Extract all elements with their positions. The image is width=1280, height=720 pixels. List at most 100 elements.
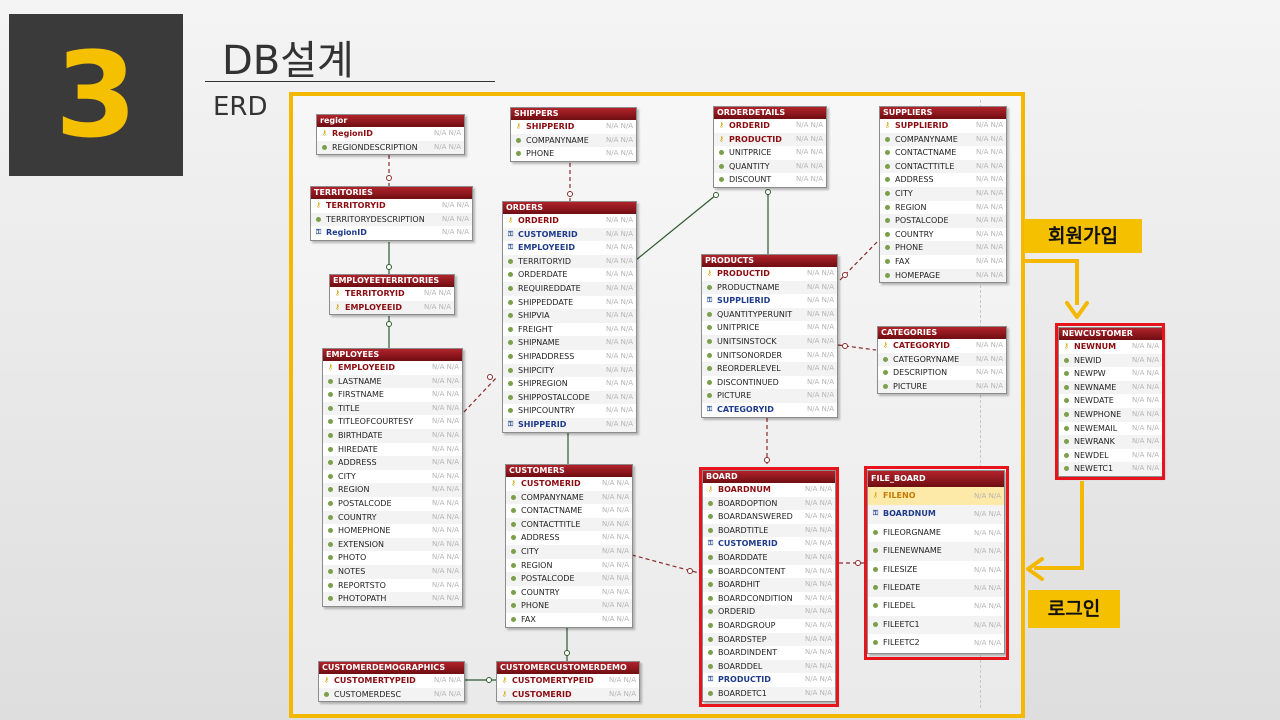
column-name: ORDERID [518,216,559,225]
column-name: ADDRESS [338,458,377,468]
column-name: RegionID [326,228,367,238]
attribute-icon [708,500,713,506]
primary-key-icon: ⚷ [882,341,889,349]
column-name: CUSTOMERTYPEID [334,676,416,685]
column-type: N/A N/A [805,648,832,657]
attribute-icon [885,245,890,251]
attribute-icon [707,284,712,290]
column-type: N/A N/A [807,282,834,291]
column-type: N/A N/A [976,148,1003,157]
column-name: BOARDOPTION [718,498,778,508]
primary-key-icon: ⚷ [315,201,322,209]
column-name: NOTES [338,566,366,576]
column-name: FILESIZE [883,564,918,574]
table-row: PRODUCTNAME N/A N/A [702,280,837,295]
column-name: SHIPPOSTALCODE [518,392,590,402]
attribute-icon [511,494,516,500]
column-name: DESCRIPTION [893,368,948,378]
column-type: N/A N/A [976,354,1003,363]
attribute-icon [328,432,333,438]
attribute-icon [1064,371,1069,377]
foreign-key-icon: ⚿ [872,509,879,518]
column-name: CATEGORYID [893,341,950,350]
column-type: N/A N/A [432,390,459,399]
column-type: N/A N/A [602,519,629,528]
column-name: CONTACTNAME [521,506,583,516]
column-name: PHOTOPATH [338,594,387,604]
column-name: TITLE [338,403,360,413]
column-name: CUSTOMERID [512,689,572,699]
table-title: PRODUCTS [702,255,837,267]
arrow-login-v [1080,481,1084,569]
primary-key-icon: ⚷ [707,485,714,493]
attribute-icon [719,150,724,156]
column-name: RegionID [332,129,373,138]
attribute-icon [328,392,333,398]
highlight-file-board [864,466,1009,660]
column-name: QUANTITYPERUNIT [717,309,793,319]
column-type: N/A N/A [609,689,636,698]
attribute-icon [328,541,333,547]
slide-number: 3 [54,26,138,164]
column-name: ADDRESS [521,533,560,543]
primary-key-icon: ⚷ [872,491,879,499]
column-name: PRODUCTNAME [717,282,780,292]
column-type: N/A N/A [807,350,834,359]
slide-title: DB설계 [222,38,354,84]
column-type: N/A N/A [432,594,459,603]
column-type: N/A N/A [974,639,1001,648]
column-type: N/A N/A [432,430,459,439]
column-type: N/A N/A [602,560,629,569]
attribute-icon [328,473,333,479]
table-title: EMPLOYEETERRITORIES [330,275,454,287]
attribute-icon [328,582,333,588]
column-name: BOARDINDENT [718,648,778,658]
column-name: POSTALCODE [338,498,392,508]
column-type: N/A N/A [1132,396,1159,405]
attribute-icon [328,514,333,520]
column-type: N/A N/A [974,565,1001,574]
foreign-key-icon: ⚿ [507,243,514,252]
attribute-icon [328,500,333,506]
table-title: SUPPLIERS [880,107,1006,119]
column-name: CONTACTTITLE [895,161,955,171]
column-name: NEWNUM [1074,342,1117,351]
attribute-icon [708,568,713,574]
column-name: BOARDCONDITION [718,593,793,603]
attribute-icon [328,596,333,602]
column-type: N/A N/A [432,553,459,562]
column-name: SUPPLIERID [895,121,949,130]
attribute-icon [508,299,513,305]
column-name: NEWETC1 [1074,464,1114,474]
attribute-icon [1064,452,1069,458]
attribute-icon [719,163,724,169]
column-type: N/A N/A [807,364,834,373]
column-type: N/A N/A [442,201,469,209]
column-name: QUANTITY [729,161,770,171]
column-name: CUSTOMERDESC [334,689,402,699]
